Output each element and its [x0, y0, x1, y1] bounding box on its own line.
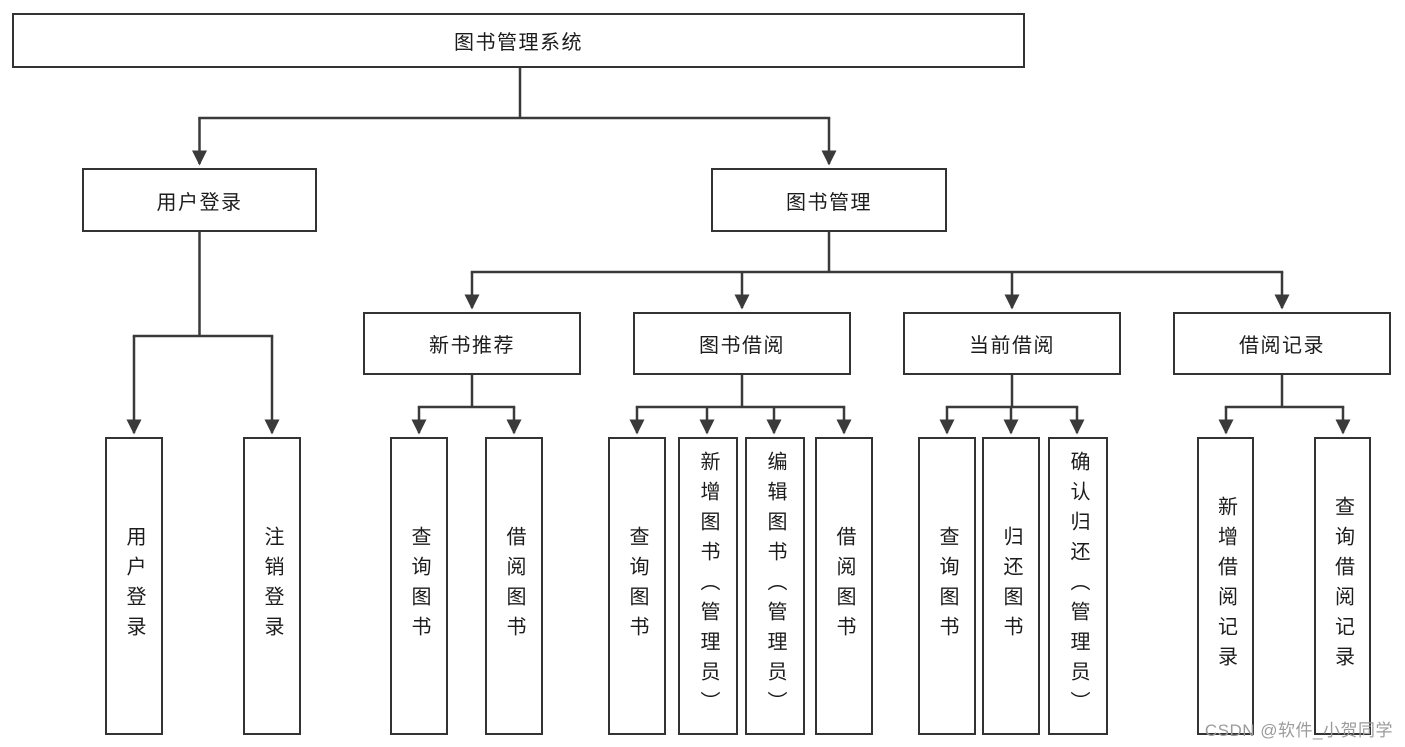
watermark-text: CSDN @软件_小贺同学 — [1204, 721, 1393, 740]
node-new-book-recommend: 新书推荐 — [363, 312, 581, 375]
leaf-query-books-borrow: 查询图书 — [608, 437, 666, 735]
leaf-add-borrow-record: 新增借阅记录 — [1197, 437, 1254, 735]
leaf-borrow-books: 借阅图书 — [815, 437, 873, 735]
leaf-logout: 注销登录 — [243, 437, 301, 735]
leaf-borrow-books-recommend: 借阅图书 — [485, 437, 543, 735]
leaf-user-login: 用户登录 — [105, 437, 163, 735]
node-current-borrow: 当前借阅 — [903, 312, 1121, 375]
node-book-borrow: 图书借阅 — [633, 312, 851, 375]
leaf-query-books-current: 查询图书 — [918, 437, 976, 735]
leaf-query-borrow-record: 查询借阅记录 — [1314, 437, 1371, 735]
node-user-login: 用户登录 — [82, 168, 317, 232]
node-root: 图书管理系统 — [12, 13, 1025, 68]
leaf-add-book-admin: 新增图书（管理员） — [678, 437, 738, 735]
leaf-query-books-recommend: 查询图书 — [390, 437, 448, 735]
leaf-return-book: 归还图书 — [982, 437, 1040, 735]
leaf-confirm-return-admin: 确认归还（管理员） — [1048, 437, 1108, 735]
leaf-edit-book-admin: 编辑图书（管理员） — [745, 437, 805, 735]
node-book-mgmt: 图书管理 — [711, 168, 947, 232]
node-borrow-records: 借阅记录 — [1173, 312, 1391, 375]
